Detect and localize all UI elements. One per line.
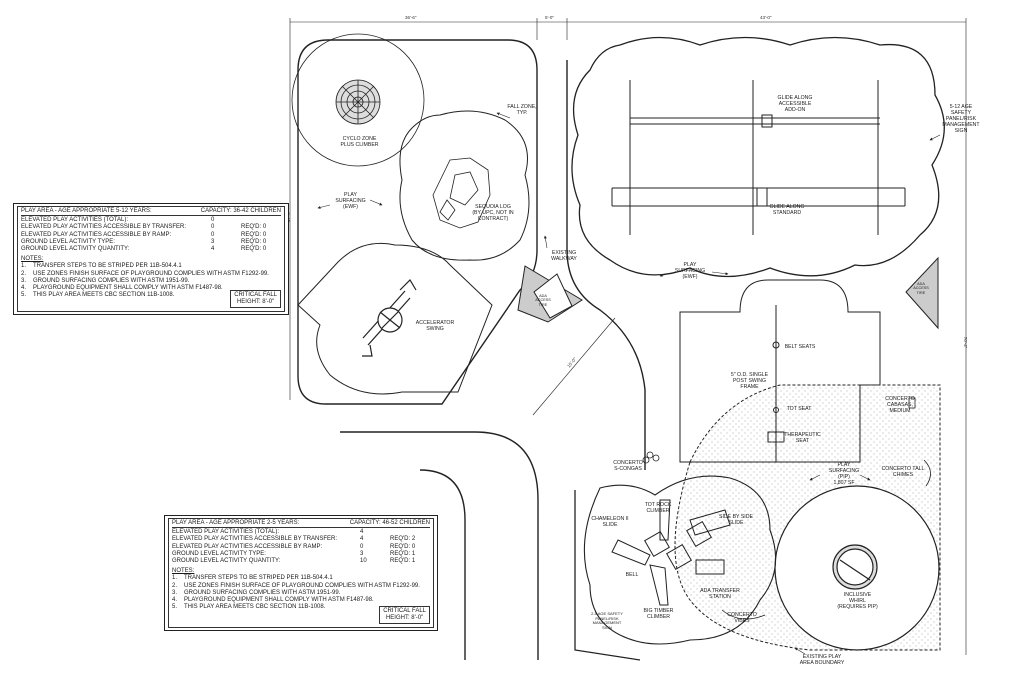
label-concerto-vibes: CONCERTO VIBES [727,612,757,624]
label-play-surfacing-pip: PLAY SURFACING (PIP) 1,807 SF [828,462,860,486]
label-chameleon-slide: CHAMELEON II SLIDE [591,516,629,528]
note-item: 3.GROUND SURFACING COMPLIES WITH ASTM 19… [172,589,341,596]
label-glide-along-standard: GLIDE ALONG STANDARD [769,204,805,216]
inclusive-whirl [774,485,940,651]
note-item: 4.PLAYGROUND EQUIPMENT SHALL COMPLY WITH… [172,597,374,604]
label-existing-walkway: EXISTING WALKWAY [551,250,577,262]
label-concerto-cabasas: CONCERTO CABASAS, MEDIUM [885,396,915,414]
label-tot-rock-climber: TOT ROCK CLIMBER [644,502,672,514]
note-item: 3.GROUND SURFACING COMPLIES WITH ASTM 19… [21,277,190,284]
dimension-right-side: 70'-4" [963,336,969,349]
dimension-top-left: 36'-6" [405,15,417,20]
walkway-width-line [532,317,616,416]
label-safety-panel-25: 2-5 AGE SAFETY PANEL/RISK MANAGEMENT SIG… [591,611,623,630]
glide-along-surfacing-zone [571,36,945,278]
glide-along-frame [611,80,906,235]
sequoia-log [432,157,491,229]
table-25-capacity: CAPACITY: 46-52 CHILDREN [349,520,430,526]
label-therapeutic-seat: THERAPEUTIC SEAT [784,432,821,444]
note-item: 4.PLAYGROUND EQUIPMENT SHALL COMPLY WITH… [21,285,223,292]
table-row: ELEVATED PLAY ACTIVITIES ACCESSIBLE BY R… [172,543,416,550]
note-item: 2.USE ZONES FINISH SURFACE OF PLAYGROUND… [21,270,269,277]
small-instruments [642,397,931,620]
note-item: 1.TRANSFER STEPS TO BE STRIPED PER 11B-5… [172,575,333,582]
note-item: 1.TRANSFER STEPS TO BE STRIPED PER 11B-5… [21,263,182,270]
walkway-edge-upper [566,60,646,470]
label-fall-zone: FALL ZONE, TYP. [507,104,537,116]
play-area-25-boundary [574,490,641,661]
label-concerto-tall-chimes: CONCERTO TALL CHIMES [881,466,925,478]
cyclo-zone-climber [291,33,425,167]
label-play-surfacing-ewf-left: PLAY SURFACING (EWF) [335,192,366,210]
label-inclusive-whirl: INCLUSIVE WHIRL (REQUIRES PIP) [837,592,878,610]
right-ada-tire [905,256,939,330]
label-side-by-side-slide: SIDE BY SIDE SLIDE [719,514,753,526]
accelerator-swing-fall-zone [297,242,493,395]
label-sequoia-log: SEQUOIA LOG (BY UPC, NOT IN CONTRACT) [472,204,514,222]
label-ada-transfer-station: ADA TRANSFER STATION [700,588,740,600]
label-cyclo-zone: CYCLO ZONE PLUS CLIMBER [340,136,379,148]
leader-arrows [317,112,941,655]
summary-table-512: PLAY AREA - AGE APPROPRIATE 5-12 YEARS: … [13,203,289,315]
table-512-capacity: CAPACITY: 36-42 CHILDREN [200,208,281,214]
label-concerto-congas: CONCERTO S-CONGAS [613,460,643,472]
label-glide-along-accessible: GLIDE ALONG ACCESSIBLE ADD-ON [777,95,813,113]
table-row: ELEVATED PLAY ACTIVITIES (TOTAL):0 [21,217,215,224]
walkway-edge-lower [340,431,539,660]
note-item: 5.THIS PLAY AREA MEETS CBC SECTION 11B-1… [172,604,326,611]
table-25-title: PLAY AREA - AGE APPROPRIATE 2-5 YEARS: [172,520,300,526]
table-row: ELEVATED PLAY ACTIVITIES ACCESSIBLE BY T… [21,224,267,231]
label-tot-seat: TOT SEAT [786,406,812,412]
dimension-lines [289,18,967,655]
label-ada-access-tire-left: ADA ACCESS TIRE [535,294,551,307]
label-belt-seats: BELT SEATS [784,344,816,350]
label-big-timber-climber: BIG TIMBER CLIMBER [643,608,674,620]
play-structure-25 [611,499,731,606]
sequoia-log-fall-zone [399,110,530,261]
label-bell: BELL [625,572,639,578]
critical-fall-height-512: CRITICAL FALL HEIGHT: 8'-0" [230,290,281,308]
label-existing-boundary: EXISTING PLAY AREA BOUNDARY [799,654,845,666]
label-play-surfacing-ewf-right: PLAY SURFACING (EWF) [674,262,706,280]
accelerator-swing [362,279,417,357]
note-item: 5.THIS PLAY AREA MEETS CBC SECTION 11B-1… [21,292,175,299]
left-ada-tire-wedge [517,265,583,323]
dimension-top-right: 43'-0" [760,15,772,20]
label-swing-frame: 5" O.D. SINGLE POST SWING FRAME [730,372,769,390]
label-safety-panel-512: 5-12 AGE SAFETY PANEL/RISK MANAGEMENT SI… [942,104,980,134]
walkway-edge-lower2 [419,469,466,660]
table-512-notes-title: NOTES: [21,256,44,263]
table-row: ELEVATED PLAY ACTIVITIES (TOTAL):4 [172,529,364,536]
label-accelerator-swing: ACCELERATOR SWING [415,320,455,332]
summary-table-25: PLAY AREA - AGE APPROPRIATE 2-5 YEARS: C… [164,515,438,631]
play-area-512-left-boundary [297,39,538,405]
critical-fall-height-25: CRITICAL FALL HEIGHT: 8'-0" [379,606,430,624]
table-512-title: PLAY AREA - AGE APPROPRIATE 5-12 YEARS: [21,208,152,214]
table-row: ELEVATED PLAY ACTIVITIES ACCESSIBLE BY T… [172,536,416,543]
play-area-25-fall-zone [583,475,777,645]
table-row: ELEVATED PLAY ACTIVITIES ACCESSIBLE BY R… [21,231,267,238]
note-item: 2.USE ZONES FINISH SURFACE OF PLAYGROUND… [172,582,420,589]
dimension-top-mid: 5'-0" [545,15,554,20]
label-ada-access-tire-right: ADA ACCESS TIRE [913,282,929,295]
table-25-notes-title: NOTES: [172,568,195,575]
